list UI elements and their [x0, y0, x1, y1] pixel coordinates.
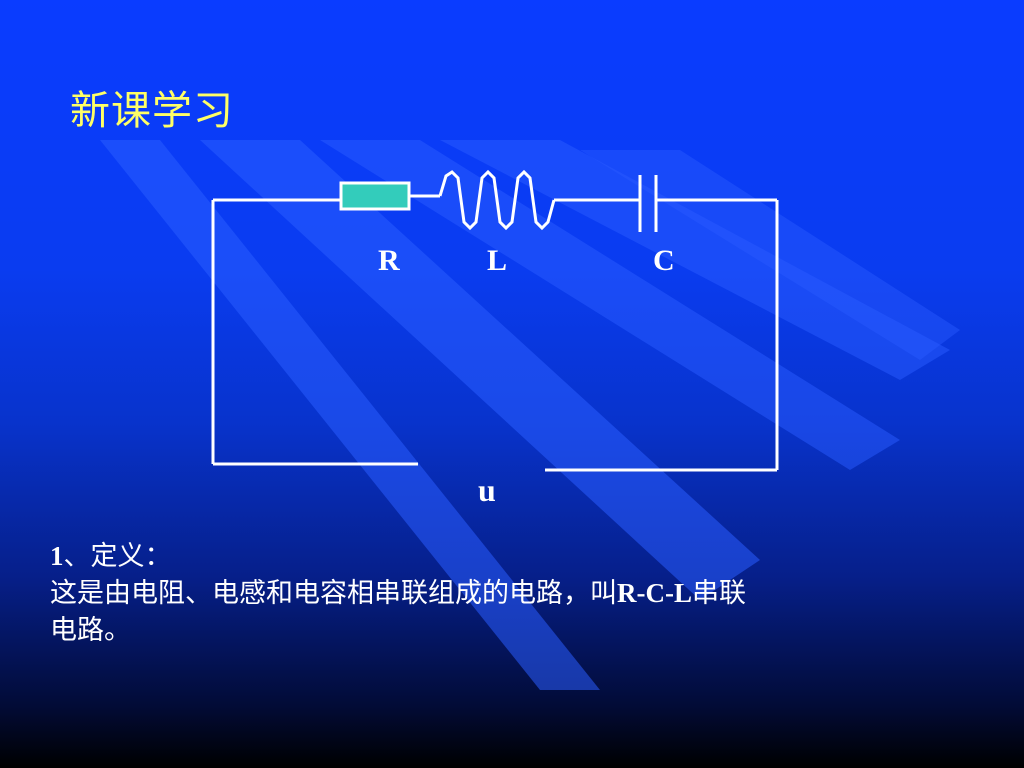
stripe: [580, 150, 960, 360]
definition-text: 1、定义： 这是由电阻、电感和电容相串联组成的电路，叫R-C-L串联 电路。: [50, 538, 950, 649]
resistor-symbol: [339, 181, 411, 211]
inductor-symbol: [438, 169, 556, 231]
label-inductor: L: [487, 244, 508, 277]
definition-line-2: 电路。: [50, 615, 131, 646]
label-resistor: R: [378, 244, 400, 277]
label-capacitor: C: [653, 244, 675, 277]
definition-text-part: 这是由电阻、电感和电容相串联组成的电路，叫: [50, 578, 617, 609]
definition-line-1: 这是由电阻、电感和电容相串联组成的电路，叫R-C-L串联: [50, 575, 950, 612]
definition-heading-label: 、定义：: [63, 541, 172, 572]
definition-circuit-name: R-C-L: [617, 578, 692, 608]
definition-text-part: 串联: [692, 578, 746, 609]
stripe: [100, 140, 600, 690]
stripe: [200, 140, 760, 600]
slide-title: 新课学习: [70, 88, 234, 134]
definition-heading: 1、定义：: [50, 538, 950, 575]
label-source: u: [478, 472, 496, 508]
definition-number: 1: [50, 541, 64, 571]
